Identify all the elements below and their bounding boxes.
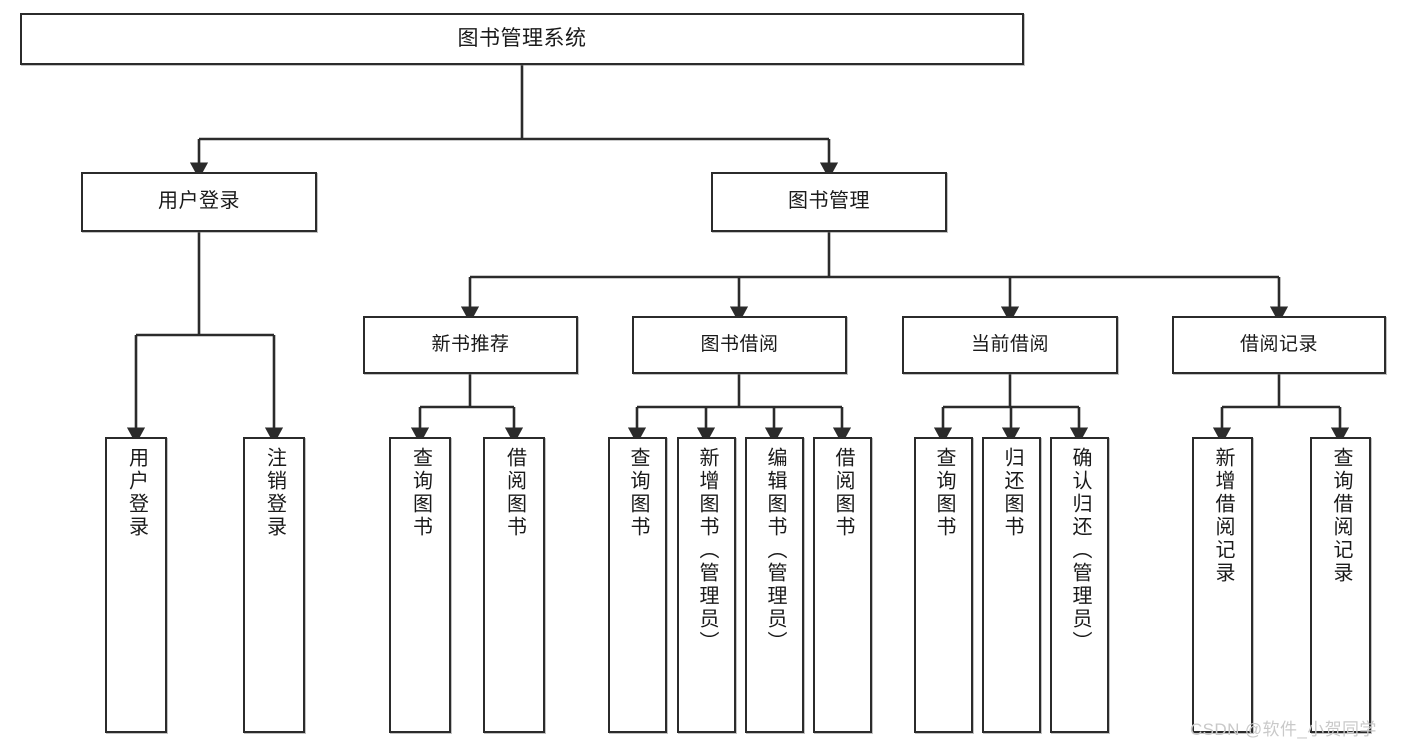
leaf-borrow-book-recommend-label: 借阅图书	[503, 447, 526, 539]
node-user-login-label: 用户登录	[158, 190, 240, 213]
node-book-borrow-label: 图书借阅	[700, 333, 779, 355]
leaf-query-borrow-record[interactable]: 查询借阅记录	[1310, 437, 1371, 733]
leaf-user-login[interactable]: 用户登录	[105, 437, 167, 733]
node-root-label: 图书管理系统	[457, 26, 587, 50]
node-borrow-record[interactable]: 借阅记录	[1172, 316, 1386, 374]
leaf-user-login-label: 用户登录	[125, 447, 148, 539]
node-user-login[interactable]: 用户登录	[81, 172, 317, 232]
leaf-add-book-label: 新增图书（管理员）	[696, 447, 718, 654]
leaf-confirm-return-label: 确认归还（管理员）	[1069, 447, 1091, 654]
node-borrow-record-label: 借阅记录	[1239, 333, 1318, 355]
node-new-book-recommend[interactable]: 新书推荐	[363, 316, 578, 374]
node-root[interactable]: 图书管理系统	[20, 13, 1024, 65]
node-current-borrow[interactable]: 当前借阅	[902, 316, 1118, 374]
leaf-query-book-recommend[interactable]: 查询图书	[389, 437, 451, 733]
node-new-book-recommend-label: 新书推荐	[431, 333, 510, 355]
leaf-borrow-book-recommend[interactable]: 借阅图书	[483, 437, 545, 733]
leaf-query-book-borrow[interactable]: 查询图书	[608, 437, 667, 733]
leaf-query-book-borrow-label: 查询图书	[627, 447, 649, 539]
leaf-borrow-book-label: 借阅图书	[832, 447, 854, 539]
node-book-manage-label: 图书管理	[788, 190, 870, 213]
leaf-query-book-recommend-label: 查询图书	[409, 447, 432, 539]
leaf-logout-label: 注销登录	[263, 447, 286, 539]
node-book-manage[interactable]: 图书管理	[711, 172, 947, 232]
leaf-borrow-book[interactable]: 借阅图书	[813, 437, 872, 733]
leaf-add-book[interactable]: 新增图书（管理员）	[677, 437, 736, 733]
leaf-query-book-current-label: 查询图书	[933, 447, 955, 539]
leaf-return-book-label: 归还图书	[1001, 447, 1023, 539]
leaf-edit-book-label: 编辑图书（管理员）	[764, 447, 786, 654]
leaf-return-book[interactable]: 归还图书	[982, 437, 1041, 733]
leaf-confirm-return[interactable]: 确认归还（管理员）	[1050, 437, 1109, 733]
leaf-add-borrow-record-label: 新增借阅记录	[1212, 447, 1234, 585]
node-book-borrow[interactable]: 图书借阅	[632, 316, 847, 374]
node-current-borrow-label: 当前借阅	[970, 333, 1049, 355]
leaf-query-book-current[interactable]: 查询图书	[914, 437, 973, 733]
leaf-query-borrow-record-label: 查询借阅记录	[1330, 447, 1352, 585]
leaf-add-borrow-record[interactable]: 新增借阅记录	[1192, 437, 1253, 733]
leaf-logout[interactable]: 注销登录	[243, 437, 305, 733]
leaf-edit-book[interactable]: 编辑图书（管理员）	[745, 437, 804, 733]
